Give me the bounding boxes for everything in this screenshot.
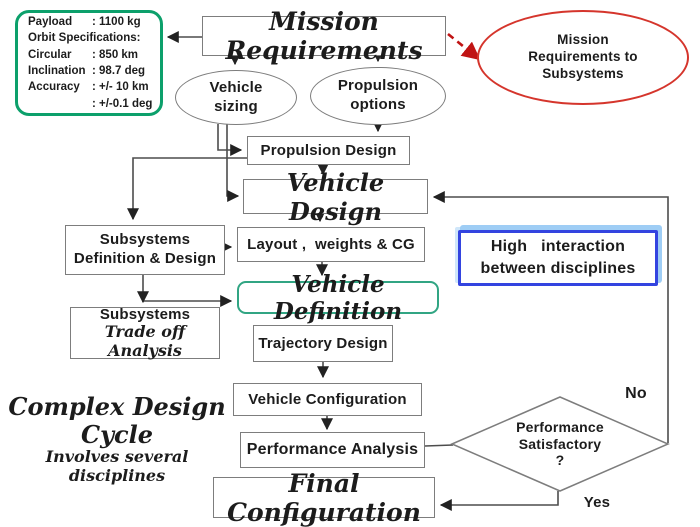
decision-no-label: No — [625, 385, 647, 402]
spec-label: Circular — [28, 48, 72, 61]
spec-label — [28, 96, 92, 112]
node-mission-requirements: Mission Requirements — [202, 7, 446, 65]
node-high-interaction: High interaction between disciplines — [458, 230, 658, 286]
node-subsystems-definition-design: Subsystems Definition & Design — [65, 225, 225, 275]
subsystems-tradeoff-subtitle: Trade off Analysis — [104, 322, 186, 360]
subsystems-tradeoff-title: Subsystems — [99, 305, 191, 323]
decision-yes-label: Yes — [583, 493, 611, 511]
caption-subtitle: Involves several disciplines — [45, 447, 189, 485]
node-subsystems-tradeoff: Subsystems Trade off Analysis — [70, 305, 220, 360]
node-vehicle-design: Vehicle Design — [243, 168, 428, 226]
decision-performance-satisfactory: Performance Satisfactory ? — [516, 418, 604, 469]
node-vehicle-configuration: Vehicle Configuration — [233, 383, 422, 416]
arrow-decision-no-feedback-to-vehicledesign — [432, 191, 669, 443]
node-propulsion-design: Propulsion Design — [247, 136, 410, 165]
spec-value: : 98.7 deg — [92, 65, 146, 77]
spec-row: Inclination : 98.7 deg — [28, 63, 145, 79]
spec-row: : +/-0.1 deg — [28, 96, 152, 112]
spec-value: : +/- 10 km — [92, 81, 149, 94]
node-vehicle-definition: Vehicle Definition — [237, 271, 439, 325]
node-propulsion-options: Propulsion options — [310, 67, 446, 125]
node-final-configuration: Final Configuration — [213, 469, 435, 527]
spec-label: Inclination — [28, 65, 86, 77]
orbit-spec-box: Payload : 1100 kg Orbit Specifications: C… — [15, 10, 163, 116]
node-trajectory-design: Trajectory Design — [253, 325, 393, 362]
node-mission-requirements-to-subsystems: Mission Requirements to Subsystems — [477, 10, 689, 105]
spec-value: : 1100 kg — [92, 16, 141, 29]
line-performance-to-decision — [424, 444, 454, 447]
arrow-propulsiondesign-to-subsystemsdd — [127, 157, 247, 221]
caption-title: Complex Design Cycle — [8, 392, 226, 449]
spec-value: : 850 km — [92, 48, 139, 61]
spec-label: Orbit Specifications: — [28, 32, 141, 45]
spec-value: : +/-0.1 deg — [92, 97, 153, 110]
arrow-vehiclesizing-to-propulsiondesign — [217, 124, 243, 156]
arrow-subsystemsdd-to-vehicledefinition — [142, 275, 233, 307]
spec-row: Payload : 1100 kg — [28, 14, 141, 30]
node-vehicle-sizing: Vehicle sizing — [175, 70, 297, 125]
diagram-caption: Complex Design Cycle Involves several di… — [4, 393, 230, 485]
dashed-line-missionreq-to-subsystems-bubble — [447, 32, 481, 61]
node-performance-analysis: Performance Analysis — [240, 432, 425, 468]
spec-label: Payload — [28, 16, 73, 29]
spec-row: Accuracy : +/- 10 km — [28, 79, 149, 95]
spec-row: Orbit Specifications: — [28, 30, 140, 46]
decision-diamond — [450, 396, 670, 492]
spec-row: Circular : 850 km — [28, 47, 138, 63]
node-layout-weights-cg: Layout , weights & CG — [237, 227, 425, 262]
spec-label: Accuracy — [28, 81, 80, 94]
arrow-decision-yes-to-finalconfig — [439, 491, 559, 511]
arrow-vehiclesizing-to-vehicledesign — [226, 124, 240, 202]
